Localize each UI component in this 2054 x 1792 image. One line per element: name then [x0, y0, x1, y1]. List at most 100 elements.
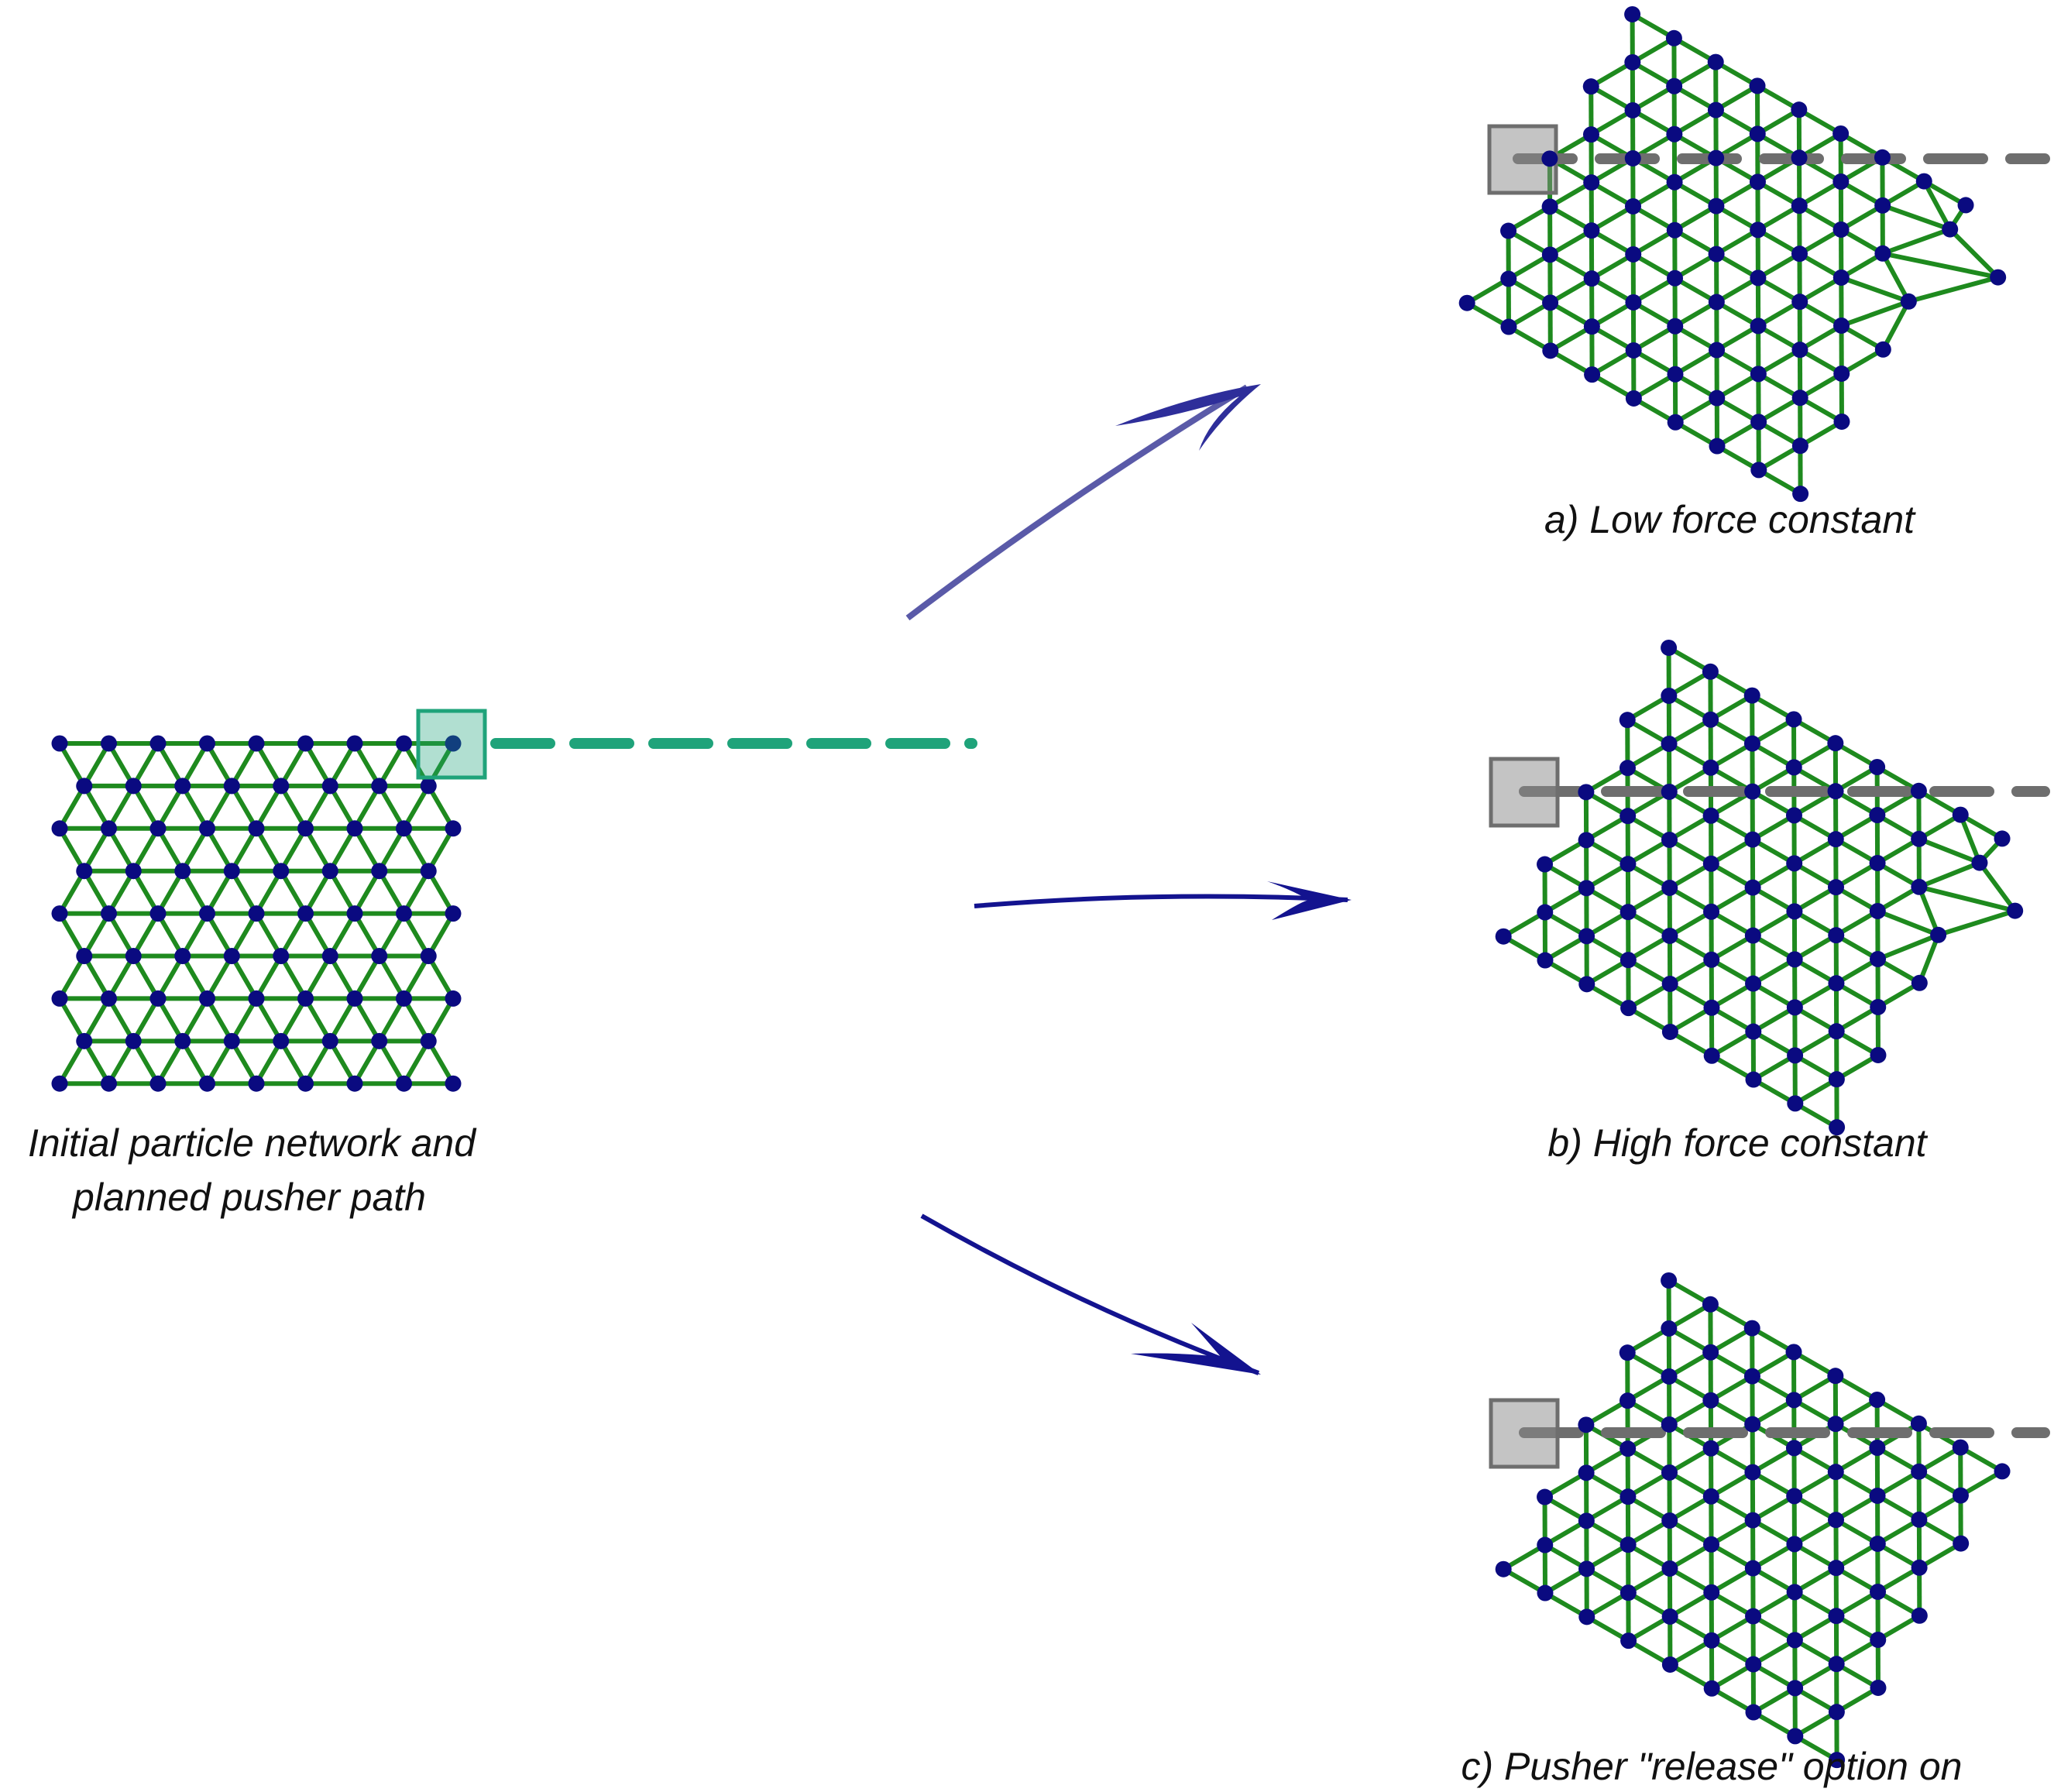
init-bond — [229, 997, 259, 1042]
init-bond — [180, 784, 210, 830]
init-bond — [254, 784, 283, 830]
b-particle — [1952, 806, 1969, 823]
init-particle — [396, 1075, 412, 1092]
init-bond — [229, 784, 259, 830]
init-bond — [106, 784, 136, 830]
init-bond — [426, 955, 455, 1000]
init-bond — [57, 742, 87, 788]
init-bond — [156, 742, 185, 788]
a-particle — [1666, 173, 1683, 191]
a-particle — [1833, 365, 1850, 382]
b-particle — [1537, 856, 1554, 873]
a-particle — [1584, 366, 1601, 383]
b-particle — [1869, 806, 1886, 823]
c-particle — [1661, 1272, 1678, 1289]
b-particle — [1745, 1071, 1762, 1088]
init-bond — [57, 870, 87, 915]
a-particle — [1708, 149, 1725, 166]
c-particle — [1661, 1368, 1678, 1385]
init-bond — [377, 742, 407, 788]
a-particle — [1583, 222, 1600, 239]
init-particle — [371, 948, 388, 965]
init-bond — [180, 742, 210, 788]
a-particle — [1749, 173, 1766, 191]
a-particle — [1707, 53, 1724, 70]
init-particle — [174, 778, 191, 795]
init-bond — [328, 997, 357, 1042]
init-bond — [57, 997, 87, 1042]
c-particle — [1786, 1632, 1803, 1649]
init-bond — [57, 955, 87, 1000]
c-particle — [1619, 1392, 1636, 1409]
a-particle — [1667, 366, 1684, 383]
c-particle — [1785, 1344, 1802, 1361]
init-bond — [352, 827, 382, 873]
c-particle — [1953, 1535, 1970, 1552]
a-particle — [1708, 197, 1725, 215]
init-particle — [248, 820, 265, 837]
init-particle — [321, 948, 338, 965]
a-particle — [1709, 342, 1726, 359]
b-particle — [1620, 1000, 1637, 1017]
init-bond — [156, 827, 185, 873]
a-particle — [1583, 270, 1600, 287]
a-particle — [1750, 366, 1767, 383]
a-particle — [1500, 318, 1517, 335]
c-particle — [1829, 1752, 1846, 1769]
init-bond — [254, 742, 283, 788]
b-particle — [1661, 831, 1678, 848]
init-particle — [420, 863, 437, 880]
init-bond — [279, 742, 308, 788]
c-particle — [1620, 1536, 1637, 1553]
init-particle — [223, 778, 240, 795]
a-particle — [1625, 342, 1642, 359]
init-bond — [254, 827, 283, 873]
a-particle — [1583, 174, 1600, 191]
b-particle — [1620, 856, 1637, 873]
c-particle — [1620, 1488, 1637, 1505]
init-bond — [82, 827, 112, 873]
a-particle — [1750, 318, 1767, 335]
a-particle — [1667, 318, 1684, 335]
init-particle — [223, 948, 240, 965]
init-particle — [199, 820, 215, 837]
init-bond — [352, 870, 382, 915]
a-particle — [1791, 197, 1808, 215]
init-bond — [82, 1039, 112, 1085]
init-particle — [346, 1075, 363, 1092]
c-particle — [1703, 1536, 1720, 1553]
a-particle — [1582, 126, 1599, 143]
init-particle — [297, 1075, 314, 1092]
init-bond — [204, 997, 234, 1042]
b-particle — [1661, 687, 1678, 704]
a-particle — [1833, 413, 1850, 430]
c-particle — [1703, 1680, 1720, 1697]
init-particle — [223, 863, 240, 880]
c-particle — [1537, 1488, 1554, 1505]
init-particle — [101, 990, 117, 1007]
init-bond — [131, 784, 160, 830]
a-bond — [1840, 275, 1910, 304]
init-bond — [131, 742, 160, 788]
b-particle — [1578, 976, 1595, 993]
arrows — [905, 384, 1352, 1375]
init-bond — [229, 870, 259, 915]
init-particle — [396, 905, 412, 922]
panel-b-particles — [1495, 639, 2024, 1136]
c-particle — [1661, 1560, 1678, 1577]
a-particle — [1583, 318, 1600, 335]
init-bond — [303, 955, 332, 1000]
b-particle — [1661, 735, 1678, 752]
b-particle — [1661, 783, 1678, 800]
init-bond — [377, 955, 407, 1000]
init-bond — [131, 1039, 160, 1085]
init-bond — [352, 784, 382, 830]
init-particle — [199, 990, 215, 1007]
c-particle — [1702, 1440, 1719, 1457]
a-particle — [1666, 125, 1683, 142]
c-particle — [1828, 1560, 1845, 1577]
initial-network-particles — [51, 735, 462, 1092]
c-particle — [1952, 1439, 1969, 1456]
a-particle — [1709, 438, 1726, 455]
a-particle — [1750, 462, 1767, 479]
